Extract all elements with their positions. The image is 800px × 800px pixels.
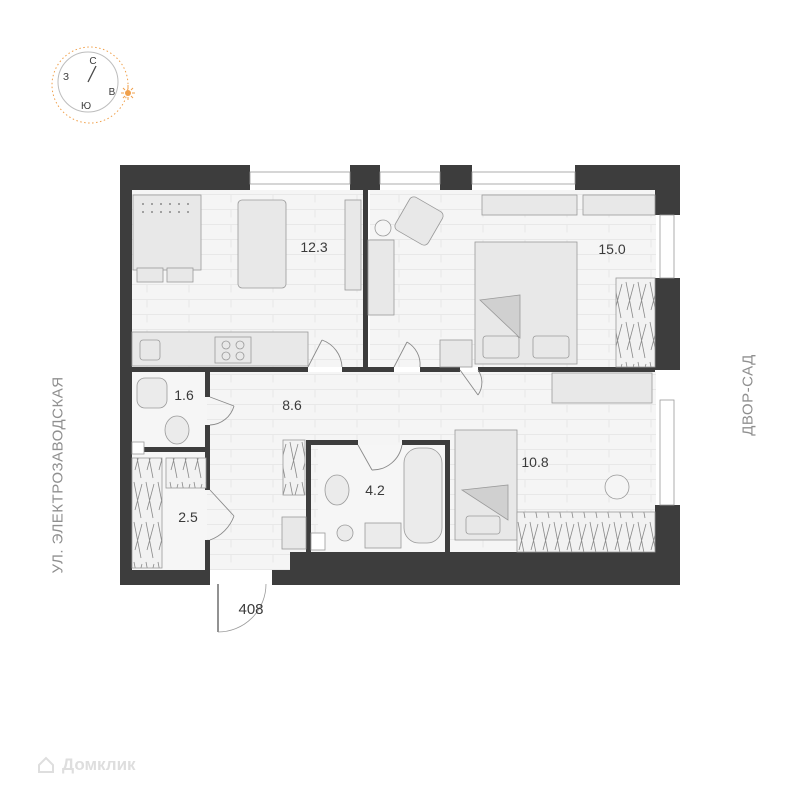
washer [336,524,354,542]
chair [166,267,194,283]
compass-orbit [51,46,129,124]
vent-shaft [310,532,326,551]
entrance-door [210,572,272,633]
sink [136,377,168,409]
tv-unit [344,199,362,291]
room-area-label: 1.6 [174,387,194,403]
walls [120,165,680,585]
shoe-rack [282,439,306,496]
sink [139,339,161,361]
lamp [374,219,392,237]
compass-dial [57,51,119,113]
sink [364,522,402,549]
compass-north: С [89,56,96,67]
nightstand [439,339,473,368]
watermark-text: Домклик [62,755,136,774]
dining-table [132,194,202,271]
watermark: Домклик [36,755,136,775]
desk [551,372,653,404]
bedroom-furniture [367,194,656,368]
sofa [237,199,287,289]
door-swing [209,396,235,426]
pillow [465,515,501,535]
window [379,171,441,185]
kitchen-furniture [131,194,362,367]
door-swing [459,369,483,396]
compass-west: З [63,72,69,83]
door-swing [209,489,235,541]
rug [604,474,630,500]
room-area-label: 8.6 [282,397,302,413]
house-icon [38,756,54,773]
window [471,171,576,185]
desk [367,239,395,316]
hall-furniture [281,439,326,551]
cabinet [582,194,656,216]
sun-icon [121,86,135,100]
wardrobe [615,277,656,368]
compass: С З Ю В [51,46,135,124]
room-area-label: 15.0 [598,241,625,257]
interior-doors [209,339,483,541]
vent-shaft [131,441,145,455]
room-area-label: 10.8 [521,454,548,470]
room-area-label: 12.3 [300,239,327,255]
door-swing [307,339,343,368]
wardrobe [516,511,656,553]
windows [249,171,675,506]
street-label-left: УЛ. ЭЛЕКТРОЗАВОДСКАЯ [49,376,67,574]
compass-needle [87,65,97,83]
room-area-label: 4.2 [365,482,385,498]
door-swing [393,341,421,368]
pillow [532,335,570,359]
bathtub [403,447,443,544]
window [249,171,351,185]
bath-furniture [324,447,443,549]
closet-shelf [165,457,207,489]
bathroom-furniture [131,377,190,455]
compass-east: В [109,87,116,98]
armchair [394,196,444,246]
toilet [164,415,190,445]
window [659,399,675,506]
room-area-label: 2.5 [178,509,198,525]
washing-machine [281,516,307,550]
compass-south: Ю [81,101,91,112]
door-swing [357,444,403,471]
closet [131,457,163,569]
pillow [482,335,520,359]
hob [214,336,252,364]
apartment-number: 408 [238,601,263,618]
shelf [481,194,578,216]
chair [136,267,164,283]
room-furniture [454,372,656,553]
kitchen-dots [142,203,189,213]
street-label-right: ДВОР-САД [739,354,757,436]
window [659,214,675,279]
toilet [324,474,350,506]
